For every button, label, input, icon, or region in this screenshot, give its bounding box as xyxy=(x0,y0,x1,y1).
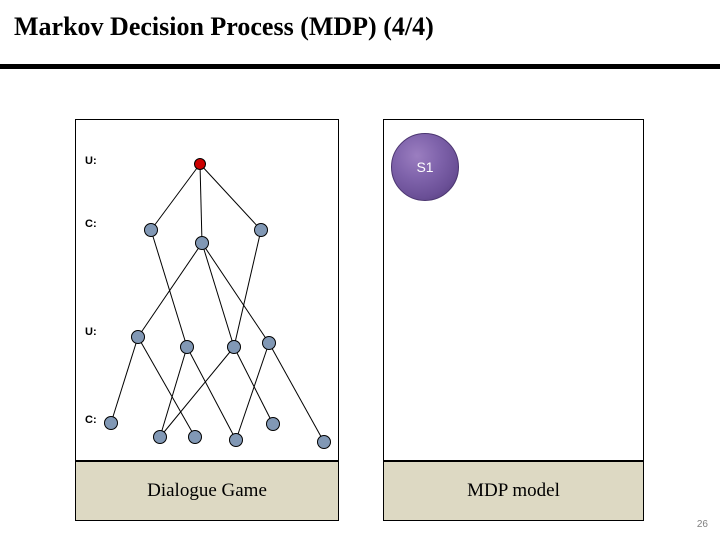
row-label-0: U: xyxy=(85,155,97,167)
row-label-2: U: xyxy=(85,326,97,338)
dialogue-game-tree xyxy=(104,158,331,449)
row-label-1: C: xyxy=(85,218,97,230)
tree-edge xyxy=(186,346,237,441)
tree-node xyxy=(254,223,268,237)
state-node-label: S1 xyxy=(416,159,434,175)
tree-edge xyxy=(201,242,270,344)
tree-node xyxy=(266,417,280,431)
tree-edge xyxy=(233,229,262,348)
tree-edge xyxy=(201,242,235,348)
tree-node xyxy=(153,430,167,444)
tree-edge xyxy=(233,346,274,425)
tree-edge xyxy=(150,229,188,348)
tree-node xyxy=(131,330,145,344)
tree-edge xyxy=(159,346,188,438)
title-divider xyxy=(0,64,720,69)
tree-node xyxy=(144,223,158,237)
tree-node xyxy=(195,236,209,250)
tree-edge-group xyxy=(110,163,325,443)
tree-node-group xyxy=(104,158,331,449)
mdp-model-caption-box: MDP model xyxy=(383,461,644,521)
page-number: 26 xyxy=(696,519,708,530)
dialogue-game-panel xyxy=(75,119,339,461)
tree-node xyxy=(104,416,118,430)
state-node-s1: S1 xyxy=(391,133,459,201)
tree-node xyxy=(229,433,243,447)
dialogue-game-caption: Dialogue Game xyxy=(147,480,267,501)
tree-node xyxy=(180,340,194,354)
mdp-model-caption: MDP model xyxy=(467,480,560,501)
row-label-3: C: xyxy=(85,414,97,426)
tree-edge xyxy=(268,342,325,443)
tree-edge xyxy=(110,336,139,424)
tree-edge xyxy=(235,342,270,441)
tree-edge xyxy=(150,163,201,231)
tree-node xyxy=(188,430,202,444)
tree-node xyxy=(262,336,276,350)
tree-edge xyxy=(137,336,196,438)
page-title: Markov Decision Process (MDP) (4/4) xyxy=(14,12,434,41)
tree-edge xyxy=(199,163,203,244)
tree-edge xyxy=(159,346,235,438)
tree-node xyxy=(317,435,331,449)
tree-edge xyxy=(137,242,203,338)
tree-node xyxy=(227,340,241,354)
tree-edge xyxy=(199,163,262,231)
tree-root-node xyxy=(194,158,206,170)
dialogue-game-caption-box: Dialogue Game xyxy=(75,461,339,521)
